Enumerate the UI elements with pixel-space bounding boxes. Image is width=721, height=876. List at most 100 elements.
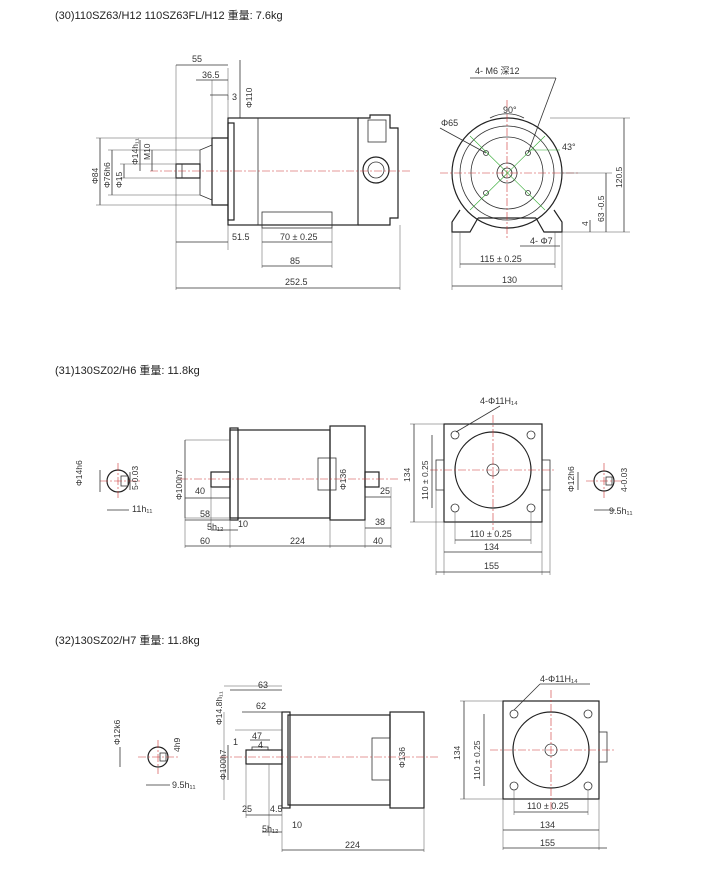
dim-phi12h6: Φ12h6 <box>566 466 576 492</box>
dim-phi65: Φ65 <box>441 118 458 128</box>
dim-155: 155 <box>540 838 555 848</box>
motor-130sz02-h7-front-view: 4-Φ11H₁₄ 134 110 ± 0.25 110 ± 0.25 134 1… <box>452 674 615 850</box>
dim-phi100h7: Φ100h7 <box>174 469 184 500</box>
dim-25: 25 <box>242 804 252 814</box>
dim-9-5h11: 9.5h₁₁ <box>609 506 633 516</box>
dim-110-h: 110 ± 0.25 <box>470 529 512 539</box>
dim-phi14h11: Φ14h₁₁ <box>130 138 140 165</box>
flange <box>229 427 239 521</box>
dim-4h9: 4h9 <box>172 738 182 752</box>
motor-body <box>227 117 359 226</box>
flange <box>281 711 291 809</box>
motor-130sz02-h6-side-view: Φ100h7 40 58 5h₁₂ 10 60 224 Φ136 25 38 4… <box>174 425 400 548</box>
dim-4-5: 4.5 <box>270 804 283 814</box>
dim-3: 3 <box>232 92 237 102</box>
motor-body <box>229 429 331 519</box>
dim-phi84: Φ84 <box>90 167 100 184</box>
dim-11h11: 11h₁₁ <box>132 504 152 514</box>
shaft-section-right: Φ12h6 4-0.03 9.5h₁₁ <box>566 463 633 516</box>
dim-m6: 4- M6 深12 <box>475 66 520 76</box>
dim-10: 10 <box>292 820 302 830</box>
terminal-box <box>317 457 337 491</box>
dim-134-h: 134 <box>484 542 499 552</box>
section-30-title: (30)110SZ63/H12 110SZ63FL/H12 重量: 7.6kg <box>55 8 283 22</box>
dim-70: 70 ± 0.25 <box>280 232 317 242</box>
dim-90deg: 90° <box>503 105 517 115</box>
dim-25: 25 <box>380 486 390 496</box>
mounting-foot <box>261 211 333 229</box>
dim-110-h: 110 ± 0.25 <box>527 801 569 811</box>
dim-9-5h11: 9.5h₁₁ <box>172 780 196 790</box>
end-cap <box>389 711 425 809</box>
dim-m10: M10 <box>142 143 152 160</box>
dim-5h12: 5h₁₂ <box>262 824 279 834</box>
dim-40-a: 40 <box>195 486 205 496</box>
dim-43deg: 43° <box>562 142 576 152</box>
dim-47: 47 <box>252 731 262 741</box>
dim-134-v: 134 <box>402 468 412 482</box>
dim-155: 155 <box>484 561 499 571</box>
dim-phi136: Φ136 <box>338 469 348 490</box>
dim-62: 62 <box>256 701 266 711</box>
shaft-section-left: Φ14h6 5-0.03 11h₁₁ <box>74 460 152 514</box>
motor-130sz02-h7-side-view: 63 62 Φ14.8h₁₁ 47 1 4 Φ100h7 Φ136 25 4.5… <box>214 680 440 852</box>
shaft-section-left: Φ12k6 4h9 9.5h₁₁ <box>112 720 196 790</box>
dim-5-003: 5-0.03 <box>130 466 140 490</box>
dim-134-v: 134 <box>452 746 462 760</box>
motor-110sz63-side-view: 55 36.5 3 Φ110 Φ14h₁₁ M10 Φ84 Φ76h6 Φ15 … <box>90 54 410 290</box>
section-32: (32)130SZ02/H7 重量: 11.8kg Φ12k6 4h9 9.5h… <box>55 633 615 852</box>
dim-phi110: Φ110 <box>244 87 254 108</box>
dim-4-phi7: 4- Φ7 <box>530 236 553 246</box>
dim-85: 85 <box>290 256 300 266</box>
dim-phi100h7: Φ100h7 <box>218 749 228 780</box>
dim-58: 58 <box>200 509 210 519</box>
front-shaft <box>210 471 231 488</box>
dim-4: 4 <box>258 740 263 750</box>
dim-phi14h6: Φ14h6 <box>74 460 84 486</box>
dim-51-5: 51.5 <box>232 232 250 242</box>
dim-phi14-8h11: Φ14.8h₁₁ <box>214 691 224 725</box>
front-flange <box>211 137 228 206</box>
dim-63: 63 -0.5 <box>596 195 606 222</box>
flange-ring <box>227 122 235 221</box>
dim-5h12: 5h₁₂ <box>207 522 224 532</box>
cable-gland <box>362 156 390 184</box>
dim-252-5: 252.5 <box>285 277 308 287</box>
rear-shaft <box>364 471 380 488</box>
dim-110-v: 110 ± 0.25 <box>420 460 430 500</box>
dim-55: 55 <box>192 54 202 64</box>
front-foot-right <box>535 209 563 233</box>
dim-10: 10 <box>238 519 248 529</box>
mount-hole <box>526 430 536 440</box>
mount-hole <box>450 430 460 440</box>
mount-hole <box>583 709 593 719</box>
section-30: (30)110SZ63/H12 110SZ63FL/H12 重量: 7.6kg <box>55 8 630 290</box>
dim-phi15: Φ15 <box>114 171 124 188</box>
dim-4-003: 4-0.03 <box>619 468 629 492</box>
mount-hole <box>526 503 536 513</box>
dim-4: 4 <box>580 221 590 226</box>
terminal-box <box>367 119 387 143</box>
dim-120-5: 120.5 <box>614 166 624 188</box>
terminal-box <box>371 737 391 781</box>
mount-hole <box>509 781 519 791</box>
motor-110sz63-front-view: 4- M6 深12 90° Φ65 43° 120.5 63 -0.5 4 4-… <box>439 66 630 290</box>
dim-40-b: 40 <box>373 536 383 546</box>
front-foot-left <box>451 209 479 233</box>
dim-phi12k6: Φ12k6 <box>112 720 122 745</box>
dim-1: 1 <box>233 737 238 747</box>
dim-38: 38 <box>375 517 385 527</box>
section-31-title: (31)130SZ02/H6 重量: 11.8kg <box>55 363 200 377</box>
end-cap <box>358 114 399 226</box>
mount-hole <box>509 709 519 719</box>
dim-63: 63 <box>258 680 268 690</box>
dim-224: 224 <box>345 840 360 850</box>
dim-4-phi11: 4-Φ11H₁₄ <box>540 674 578 684</box>
dim-4-phi11: 4-Φ11H₁₄ <box>480 396 518 406</box>
dim-134-h: 134 <box>540 820 555 830</box>
dim-224: 224 <box>290 536 305 546</box>
section-32-title: (32)130SZ02/H7 重量: 11.8kg <box>55 633 200 647</box>
dim-phi76h6: Φ76h6 <box>102 162 112 188</box>
motor-body <box>287 714 391 806</box>
